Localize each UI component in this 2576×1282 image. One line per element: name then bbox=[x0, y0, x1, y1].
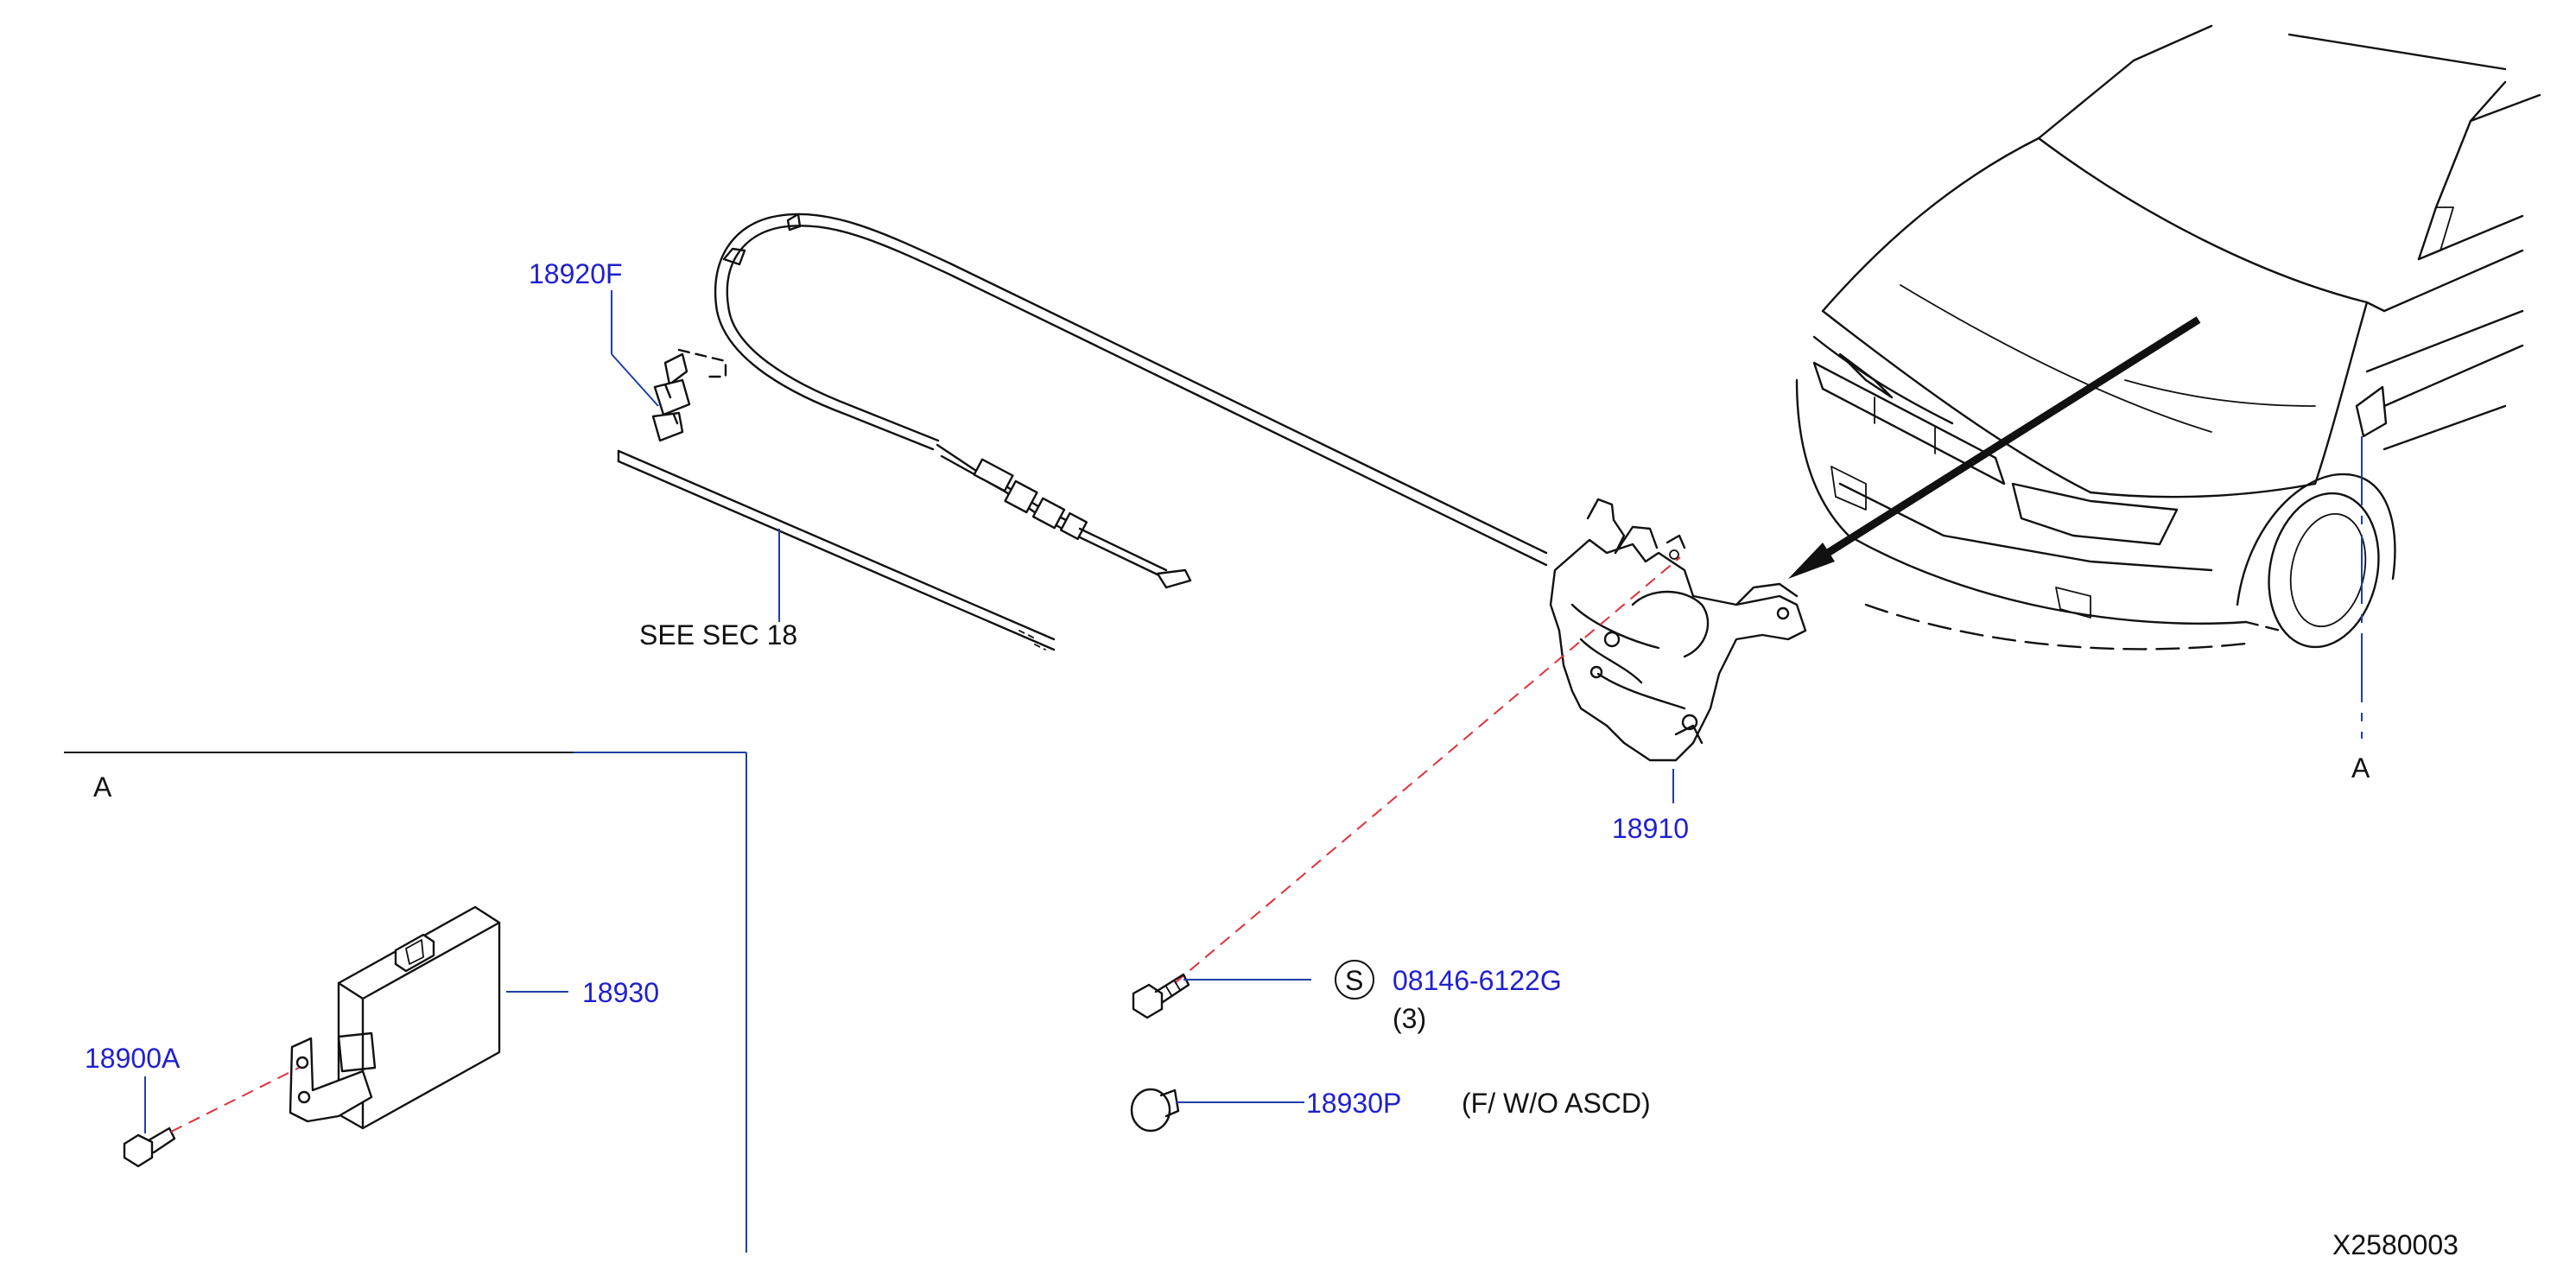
standard-part-symbol bbox=[1335, 960, 1374, 1000]
screw-guide-line bbox=[1174, 556, 1681, 984]
hood-cable bbox=[677, 213, 1548, 589]
hood-lock-actuator bbox=[1549, 498, 1807, 762]
plug-part-number: 18930P bbox=[1306, 1088, 1401, 1119]
clip-leader-d bbox=[611, 353, 659, 407]
cable-clip-part bbox=[651, 352, 691, 442]
inset-bolt-part-number: 18900A bbox=[85, 1043, 181, 1074]
vehicle-front-illustration bbox=[1795, 24, 2541, 651]
screw-part bbox=[1132, 973, 1190, 1019]
release-cable bbox=[617, 449, 1056, 651]
inset-view-a bbox=[64, 752, 747, 1253]
direction-arrow bbox=[1788, 316, 2201, 579]
control-unit-part bbox=[289, 905, 501, 1130]
inset-bolt-part bbox=[123, 1127, 176, 1168]
screw-quantity: (3) bbox=[1393, 1003, 1426, 1034]
cable-clip-part-number: 18920F bbox=[529, 258, 623, 289]
screw-part-number: 08146-6122G bbox=[1393, 965, 1562, 996]
figure-code: X2580003 bbox=[2332, 1229, 2459, 1260]
standard-part-symbol-letter: S bbox=[1345, 965, 1363, 996]
control-unit-part-number: 18930 bbox=[582, 977, 659, 1008]
see-sec-reference: SEE SEC 18 bbox=[639, 619, 797, 651]
actuator-part-number: 18910 bbox=[1612, 813, 1689, 844]
inset-title: A bbox=[93, 771, 112, 803]
view-a-label: A bbox=[2351, 752, 2370, 784]
plug-note: (F/ W/O ASCD) bbox=[1462, 1088, 1651, 1119]
bolt-guide-line bbox=[170, 1067, 300, 1133]
plug-part bbox=[1130, 1088, 1180, 1133]
